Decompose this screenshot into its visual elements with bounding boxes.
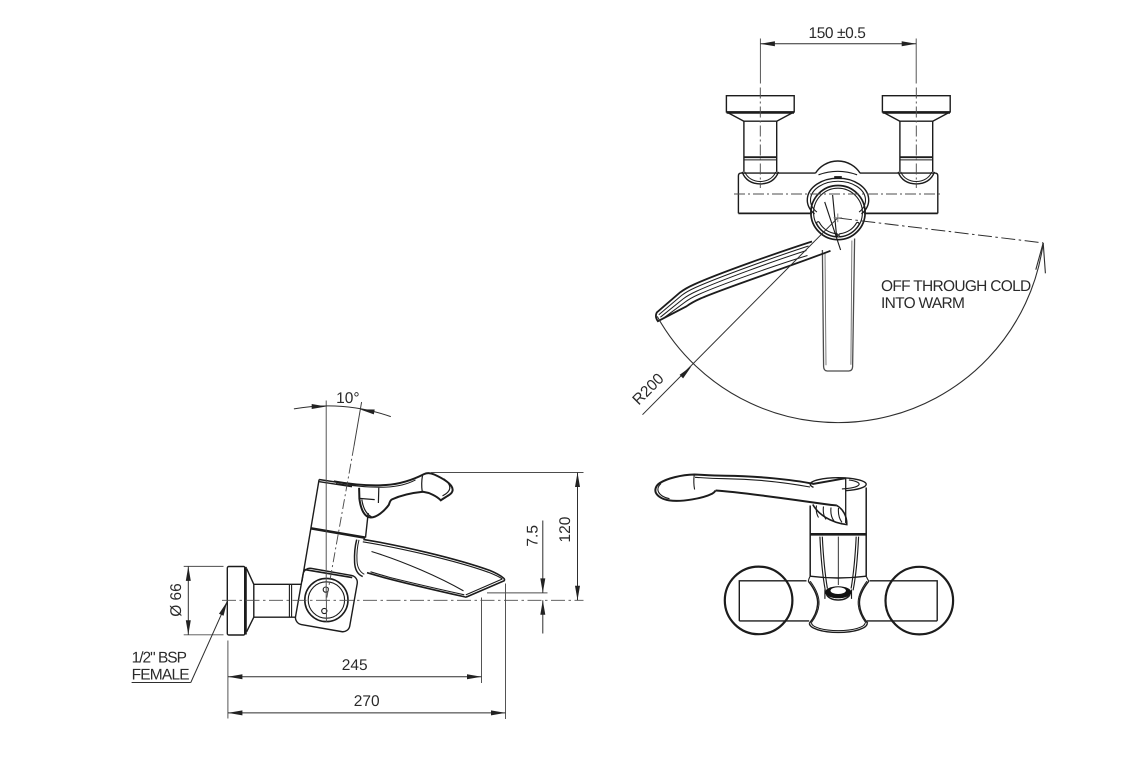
svg-text:R200: R200 bbox=[629, 370, 667, 408]
svg-text:245: 245 bbox=[342, 657, 368, 674]
svg-text:1/2" BSP: 1/2" BSP bbox=[132, 650, 187, 667]
svg-text:10°: 10° bbox=[336, 390, 359, 407]
svg-text:FEMALE: FEMALE bbox=[132, 667, 190, 684]
svg-text:150 ±0.5: 150 ±0.5 bbox=[808, 25, 865, 42]
svg-text:OFF THROUGH COLD: OFF THROUGH COLD bbox=[881, 278, 1031, 295]
svg-text:INTO WARM: INTO WARM bbox=[881, 295, 964, 312]
svg-text:7.5: 7.5 bbox=[525, 525, 542, 547]
svg-text:Ø 66: Ø 66 bbox=[168, 583, 185, 617]
svg-text:120: 120 bbox=[557, 516, 574, 542]
svg-text:270: 270 bbox=[354, 693, 380, 710]
